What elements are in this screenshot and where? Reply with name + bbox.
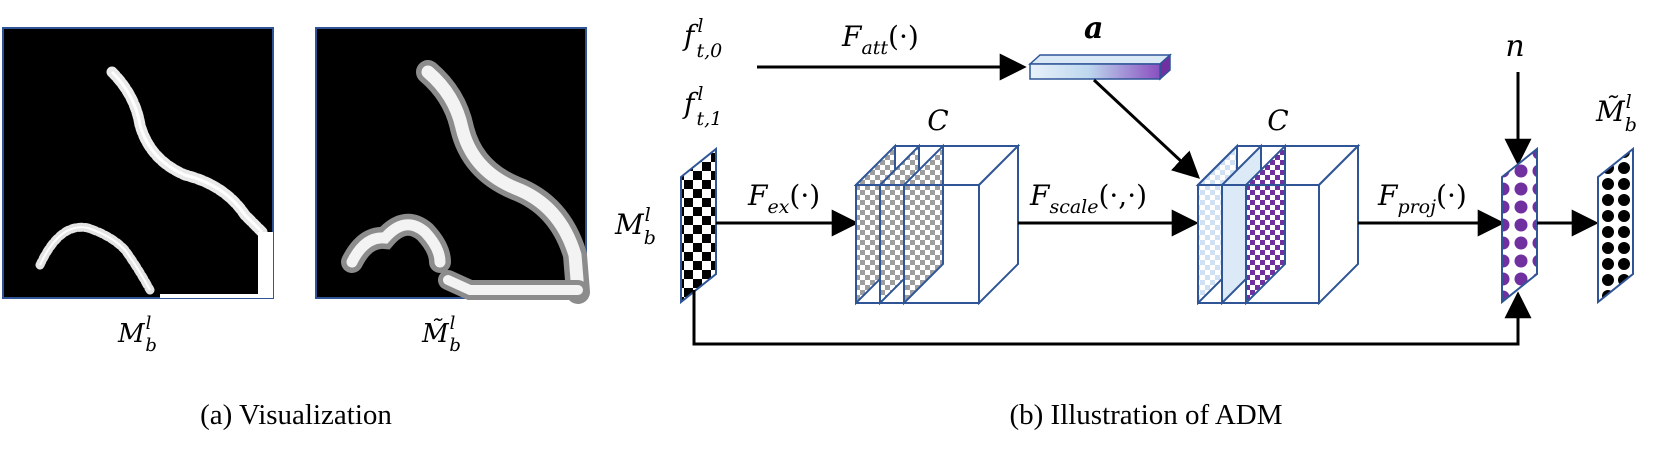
label-channel-c-1: C [927, 104, 948, 137]
skip-connection-arrow [692, 290, 1532, 346]
label-a: a [1084, 11, 1103, 46]
label-f-proj: Fproj(·) [1377, 179, 1467, 218]
caption-a: (a) Visualization [200, 399, 392, 431]
attention-vector [1028, 53, 1172, 81]
label-channel-c-2: C [1267, 104, 1288, 137]
feature-block-2 [1195, 143, 1361, 306]
arrow-a-to-scale [1092, 78, 1200, 179]
projected-feature-slice [1501, 146, 1538, 305]
label-f-ex: Fex(·) [747, 179, 820, 218]
label-f-att: Fatt(·) [841, 20, 919, 59]
label-f-scale: Fscale(·,·) [1029, 179, 1147, 218]
input-feature-slice [680, 146, 717, 305]
mask-image-raw [2, 27, 274, 299]
feature-block-1 [853, 143, 1021, 306]
output-mask-slice [1597, 146, 1634, 305]
label-noise-n: n [1505, 29, 1524, 64]
mask-image-dilated [315, 27, 590, 304]
caption-b: (b) Illustration of ADM [1009, 399, 1282, 431]
